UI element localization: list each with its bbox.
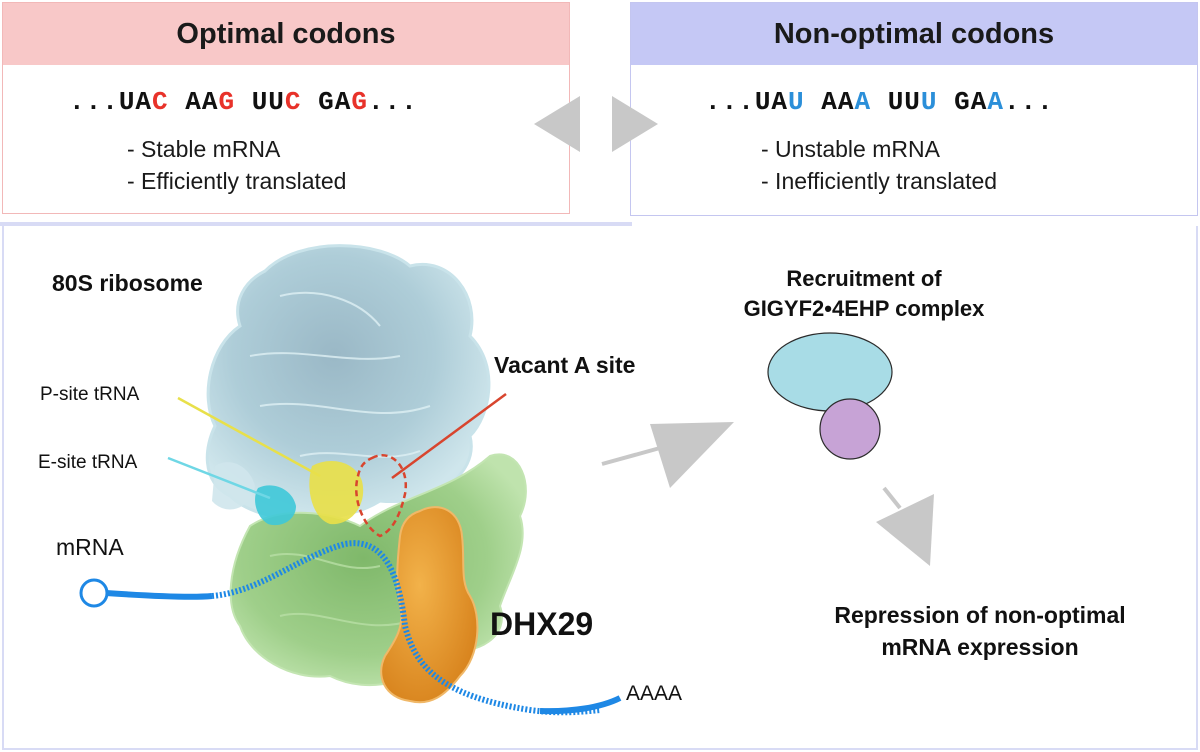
repression-label-line1: Repression of non-optimal: [834, 602, 1126, 628]
optimal-desc-efficient: - Efficiently translated: [127, 168, 347, 194]
nonoptimal-desc-unstable: - Unstable mRNA: [761, 136, 940, 162]
polya-tail-label: AAAA: [626, 682, 683, 705]
nonoptimal-desc-inefficient: - Inefficiently translated: [761, 168, 998, 194]
main-panel-top-border: [0, 222, 632, 226]
optimal-codon-sequence: ...UAC AAG UUC GAG...: [69, 87, 418, 117]
mrna-5prime-cap: [79, 578, 109, 608]
4ehp-shape: [819, 398, 881, 460]
recruitment-arrow: [601, 422, 734, 488]
recruitment-label-line1: Recruitment of: [786, 266, 942, 291]
recruitment-label-line2: GIGYF2•4EHP complex: [743, 296, 985, 321]
nonoptimal-codons-panel: Non-optimal codons ...UAU AAA UUU GAA...…: [630, 2, 1198, 216]
p-site-trna: [309, 461, 364, 525]
right-arrow-icon: [612, 96, 658, 152]
ribosome-illustration: [79, 244, 934, 716]
dhx29-protein: [380, 506, 479, 704]
dhx29-label: DHX29: [490, 606, 594, 642]
optimal-desc-stable: - Stable mRNA: [127, 136, 281, 162]
e-site-pointer: [167, 456, 271, 500]
nonoptimal-codons-header: Non-optimal codons: [631, 3, 1197, 65]
left-arrow-icon: [534, 96, 580, 152]
p-site-pointer: [177, 396, 321, 478]
optimal-codons-title: Optimal codons: [176, 17, 396, 50]
vacant-a-site-outline: [355, 454, 408, 538]
vacant-a-site-pointer: [391, 392, 507, 480]
nonoptimal-codon-sequence: ...UAU AAA UUU GAA...: [705, 87, 1054, 117]
e-site-trna-label: E-site tRNA: [38, 452, 138, 473]
optimal-codons-header: Optimal codons: [3, 3, 569, 65]
mrna-label: mRNA: [56, 534, 124, 560]
nonoptimal-codons-title: Non-optimal codons: [773, 17, 1055, 50]
mrna-strand: [79, 540, 622, 716]
optimal-codons-panel: Optimal codons ...UAC AAG UUC GAG... - S…: [2, 2, 570, 214]
repression-arrow: [876, 486, 934, 566]
repression-label-line2: mRNA expression: [881, 634, 1079, 660]
mechanism-panel: [2, 226, 1198, 750]
ribosome-label: 80S ribosome: [52, 270, 203, 296]
vacant-a-site-label: Vacant A site: [494, 352, 636, 378]
gigyf2-shape: [767, 332, 893, 412]
compare-arrows: [534, 96, 658, 152]
p-site-trna-label: P-site tRNA: [40, 384, 140, 405]
